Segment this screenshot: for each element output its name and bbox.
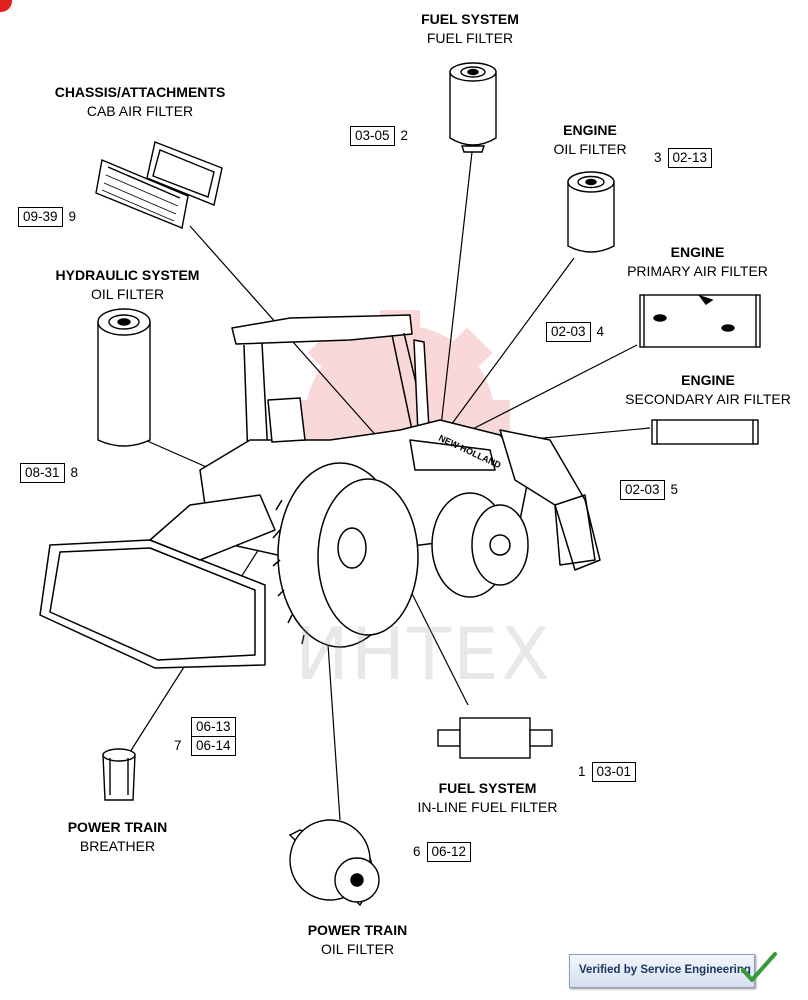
ref-code[interactable]: 02-03 xyxy=(620,480,665,500)
ref-number: 9 xyxy=(68,209,77,224)
callout-inline-fuel-filter: FUEL SYSTEM IN-LINE FUEL FILTER xyxy=(405,779,570,817)
system-label: ENGINE xyxy=(681,372,735,388)
system-label: ENGINE xyxy=(563,122,617,138)
part-label: PRIMARY AIR FILTER xyxy=(627,263,768,279)
front-wheel xyxy=(431,492,529,598)
ref-number: 5 xyxy=(670,482,679,497)
ref-code[interactable]: 09-39 xyxy=(18,207,63,227)
ref-code[interactable]: 02-03 xyxy=(546,322,591,342)
part-label: SECONDARY AIR FILTER xyxy=(625,391,791,407)
system-label: FUEL SYSTEM xyxy=(421,11,519,27)
engine-oil-filter-icon xyxy=(567,171,615,253)
ref-code[interactable]: 02-13 xyxy=(667,148,713,168)
ref-number: 2 xyxy=(400,128,409,143)
ref-8[interactable]: 08-31 8 xyxy=(20,463,78,483)
ref-7-number: 7 xyxy=(174,736,182,756)
ref-code[interactable]: 03-05 xyxy=(350,126,395,146)
part-label: BREATHER xyxy=(79,838,156,854)
callout-fuel-filter: FUEL SYSTEM FUEL FILTER xyxy=(400,10,540,48)
system-label: POWER TRAIN xyxy=(67,819,168,835)
ref-code[interactable]: 03-01 xyxy=(591,762,637,782)
power-train-oil-filter-icon xyxy=(288,819,380,907)
breather-icon xyxy=(102,748,136,801)
part-label: OIL FILTER xyxy=(90,286,165,302)
part-label: OIL FILTER xyxy=(320,941,395,957)
callout-secondary-air-filter: ENGINE SECONDARY AIR FILTER xyxy=(618,371,798,409)
ref-number: 6 xyxy=(413,844,421,859)
ref-number: 8 xyxy=(70,465,79,480)
cab-air-filter-icon xyxy=(95,141,223,229)
callout-primary-air-filter: ENGINE PRIMARY AIR FILTER xyxy=(615,243,780,281)
callout-power-train-oil-filter: POWER TRAIN OIL FILTER xyxy=(295,921,420,959)
part-label: CAB AIR FILTER xyxy=(86,103,194,119)
callout-hydraulic-oil-filter: HYDRAULIC SYSTEM OIL FILTER xyxy=(45,266,210,304)
ref-7[interactable]: 06-13 06-14 xyxy=(191,717,236,756)
ref-1[interactable]: 1 03-01 xyxy=(578,762,637,782)
primary-air-filter-icon xyxy=(639,294,761,348)
ref-code[interactable]: 08-31 xyxy=(20,463,65,483)
ref-5[interactable]: 02-03 5 xyxy=(620,480,678,500)
ref-2[interactable]: 03-05 2 xyxy=(350,126,408,146)
ref-6[interactable]: 6 06-12 xyxy=(413,842,472,862)
ref-number: 1 xyxy=(578,764,586,779)
part-label: OIL FILTER xyxy=(553,141,627,157)
system-label: FUEL SYSTEM xyxy=(438,780,537,796)
watermark-text: ИНТЕХ xyxy=(295,612,552,696)
ref-9[interactable]: 09-39 9 xyxy=(18,207,76,227)
ref-code[interactable]: 06-13 xyxy=(191,717,236,737)
part-label: FUEL FILTER xyxy=(426,30,514,46)
hydraulic-oil-filter-icon xyxy=(97,308,151,447)
callout-breather: POWER TRAIN BREATHER xyxy=(55,818,180,856)
system-label: CHASSIS/ATTACHMENTS xyxy=(54,84,226,100)
callout-engine-oil-filter: ENGINE OIL FILTER xyxy=(540,121,640,159)
ref-code[interactable]: 06-14 xyxy=(191,736,236,756)
checkmark-icon xyxy=(741,952,777,982)
verified-badge: Verified by Service Engineering xyxy=(569,954,755,988)
ref-number: 7 xyxy=(174,738,182,753)
system-label: ENGINE xyxy=(670,244,725,260)
callout-cab-air-filter: CHASSIS/ATTACHMENTS CAB AIR FILTER xyxy=(40,83,240,121)
ref-code[interactable]: 06-12 xyxy=(426,842,472,862)
ref-number: 4 xyxy=(596,324,605,339)
part-label: IN-LINE FUEL FILTER xyxy=(417,799,558,815)
inline-fuel-filter-icon xyxy=(437,717,553,759)
ref-number: 3 xyxy=(654,150,662,165)
badge-text: Verified by Service Engineering xyxy=(579,964,751,976)
secondary-air-filter-icon xyxy=(651,419,759,445)
ref-4[interactable]: 02-03 4 xyxy=(546,322,604,342)
ref-3[interactable]: 3 02-13 xyxy=(654,148,713,168)
system-label: POWER TRAIN xyxy=(307,922,408,938)
system-label: HYDRAULIC SYSTEM xyxy=(55,267,200,283)
fuel-filter-icon xyxy=(449,62,497,153)
rear-wheel xyxy=(272,462,419,648)
